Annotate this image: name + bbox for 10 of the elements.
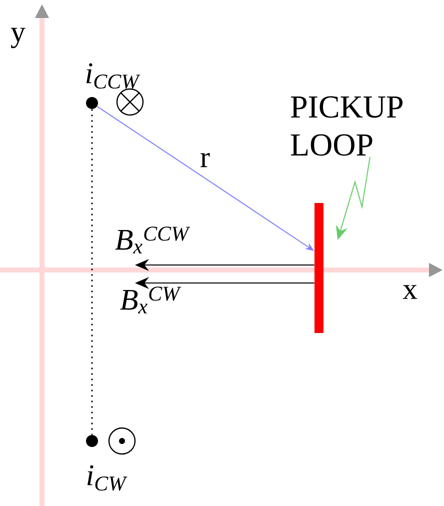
edge-label: B$_{x}$CCW — [115, 226, 190, 254]
edge-label: B$_{x}$CW — [120, 286, 182, 314]
current-label: i$_{CCW}$ — [86, 63, 140, 89]
pickup-loop-bar — [314, 203, 324, 333]
edge-label: r — [200, 152, 210, 168]
loop-label: PICKUP LOOP — [290, 96, 402, 156]
axis-label: y — [10, 28, 26, 48]
current-label: i$_{CW}$ — [88, 465, 128, 491]
dotted-line — [91, 109, 93, 435]
axis-label: x — [402, 285, 418, 299]
